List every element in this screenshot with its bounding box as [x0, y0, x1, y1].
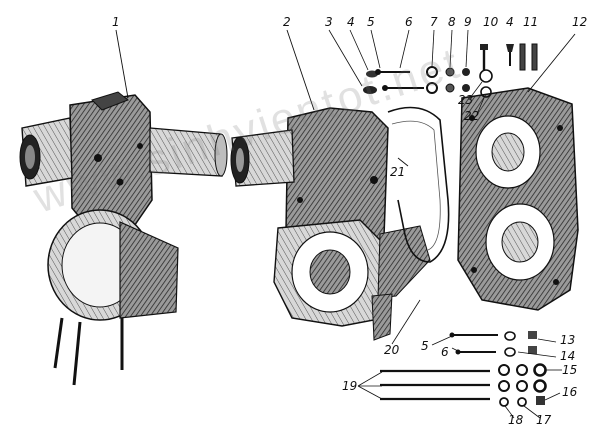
- callout-19: 19: [342, 379, 358, 393]
- assembly-2-housing: [230, 29, 431, 341]
- callout-12: 12: [572, 15, 588, 29]
- callout-8: 8: [448, 15, 456, 29]
- callout-20: 20: [384, 343, 400, 357]
- callout-23: 23: [458, 93, 474, 107]
- callout-14: 14: [560, 349, 576, 363]
- callout-9: 9: [464, 15, 472, 29]
- callout-18: 18: [508, 413, 524, 427]
- callout-16: 16: [562, 385, 578, 399]
- callout-22: 22: [464, 109, 480, 123]
- cover-12: [457, 33, 579, 311]
- callout-5: 5: [367, 15, 375, 29]
- callout-5-bottom: 5: [421, 339, 429, 353]
- hardware-top-row: [328, 29, 538, 115]
- callout-15: 15: [562, 363, 578, 377]
- assembly-1-gearbox: [19, 29, 228, 386]
- callout-1: 1: [112, 15, 120, 29]
- callout-2: 2: [283, 15, 291, 29]
- callout-6-bottom: 6: [441, 345, 449, 359]
- callout-6: 6: [405, 15, 413, 29]
- callout-17: 17: [536, 413, 552, 427]
- callout-3: 3: [325, 15, 333, 29]
- callout-21: 21: [390, 165, 406, 179]
- callout-4-right: 4: [506, 15, 514, 29]
- callout-10: 10: [483, 15, 499, 29]
- callout-4: 4: [347, 15, 355, 29]
- gasket-21: [387, 106, 450, 263]
- callout-7: 7: [430, 15, 438, 29]
- callout-13: 13: [560, 333, 576, 347]
- hardware-bottom: [357, 299, 562, 419]
- callout-11: 11: [523, 15, 539, 29]
